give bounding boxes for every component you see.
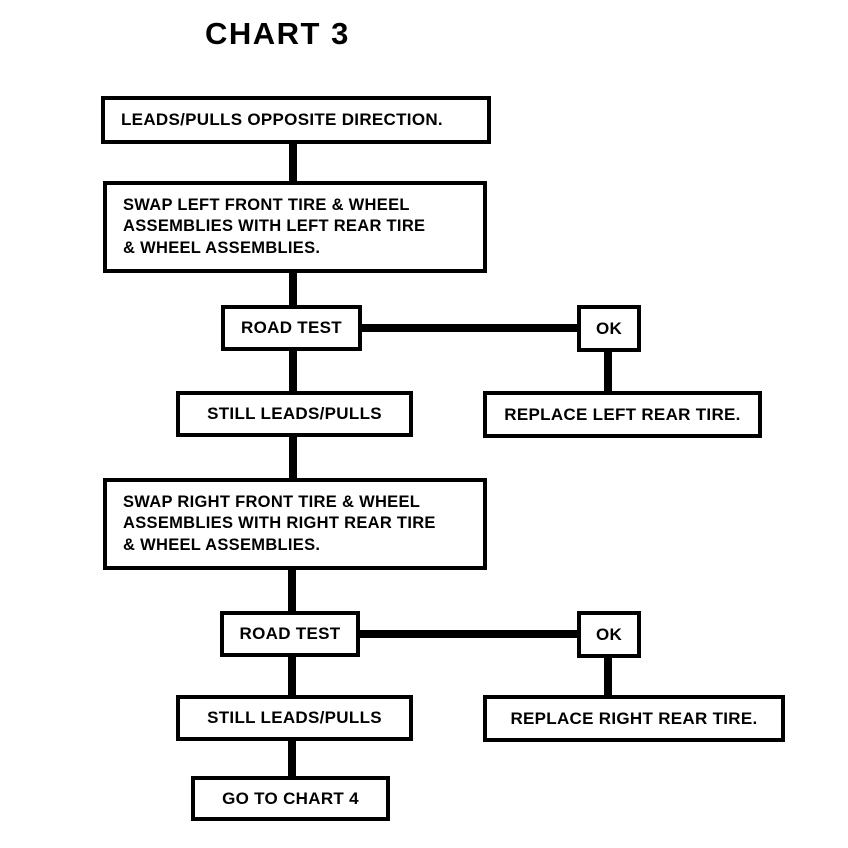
node-road-test-2[interactable]: ROAD TEST (220, 611, 360, 657)
connector-n5-n7 (289, 433, 297, 478)
connector-n8-n10 (288, 652, 296, 699)
node-text-line-3: & WHEEL ASSEMBLIES. (123, 238, 321, 257)
node-go-to-chart-4[interactable]: GO TO CHART 4 (191, 776, 390, 821)
node-leads-pulls-opposite[interactable]: LEADS/PULLS OPPOSITE DIRECTION. (101, 96, 491, 144)
connector-n2-n3 (289, 268, 297, 309)
node-replace-right-rear[interactable]: REPLACE RIGHT REAR TIRE. (483, 695, 785, 742)
node-ok-2[interactable]: OK (577, 611, 641, 658)
node-ok-1[interactable]: OK (577, 305, 641, 352)
node-replace-left-rear[interactable]: REPLACE LEFT REAR TIRE. (483, 391, 762, 438)
node-text: ROAD TEST (241, 318, 342, 338)
node-text-line-2: ASSEMBLIES WITH RIGHT REAR TIRE (123, 514, 436, 533)
connector-n10-n12 (288, 733, 296, 780)
node-text: LEADS/PULLS OPPOSITE DIRECTION. (121, 110, 443, 130)
node-text-line-2: ASSEMBLIES WITH LEFT REAR TIRE (123, 217, 426, 236)
node-road-test-1[interactable]: ROAD TEST (221, 305, 362, 351)
node-text-line-1: SWAP LEFT FRONT TIRE & WHEEL (123, 196, 410, 215)
node-text-line-3: & WHEEL ASSEMBLIES. (123, 535, 321, 554)
node-text: STILL LEADS/PULLS (207, 404, 382, 424)
connector-n1-n2 (289, 139, 297, 185)
connector-n7-n8 (288, 566, 296, 615)
connector-n9-n11 (604, 654, 612, 699)
connector-n8-n9 (356, 630, 581, 638)
node-swap-left[interactable]: SWAP LEFT FRONT TIRE & WHEEL ASSEMBLIES … (103, 181, 487, 273)
connector-n4-n6 (604, 348, 612, 395)
node-text: ROAD TEST (239, 624, 341, 644)
node-text: REPLACE LEFT REAR TIRE. (504, 404, 741, 424)
node-text-line-1: SWAP RIGHT FRONT TIRE & WHEEL (123, 493, 421, 512)
page-title: CHART 3 (205, 16, 350, 51)
node-text: REPLACE RIGHT REAR TIRE. (510, 708, 758, 728)
node-still-leads-1[interactable]: STILL LEADS/PULLS (176, 391, 413, 437)
node-text: GO TO CHART 4 (222, 788, 359, 808)
connector-n3-n5 (289, 347, 297, 395)
node-still-leads-2[interactable]: STILL LEADS/PULLS (176, 695, 413, 741)
node-text: OK (595, 318, 623, 338)
node-swap-right[interactable]: SWAP RIGHT FRONT TIRE & WHEEL ASSEMBLIES… (103, 478, 487, 570)
connector-n3-n4 (358, 324, 581, 332)
node-text: STILL LEADS/PULLS (207, 708, 382, 728)
node-text: OK (595, 624, 623, 644)
